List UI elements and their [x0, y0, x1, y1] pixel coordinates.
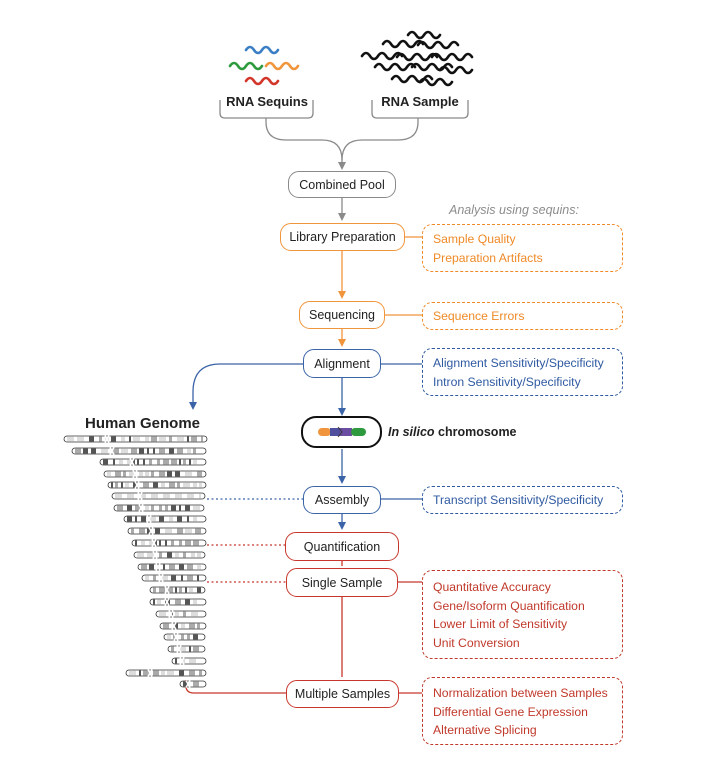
rna-sequins-illustration [228, 45, 300, 86]
in-silico-rest: chromosome [434, 425, 517, 439]
rna-sample-illustration [360, 30, 474, 87]
sample-strand [418, 77, 454, 87]
sample-strand [416, 40, 460, 50]
chromosome [141, 574, 207, 582]
analysis-item: Transcript Sensitivity/Specificity [433, 493, 604, 507]
analysis-item: Sample Quality [433, 232, 516, 246]
analysis-item: Unit Conversion [433, 635, 520, 650]
multiple-samples-node: Multiple Samples [286, 680, 399, 708]
alignment-analysis-panel: Alignment Sensitivity/Specificity Intron… [422, 348, 623, 396]
chromosome [103, 470, 207, 478]
merge-connector [265, 118, 346, 170]
alignment-to-genome-arrow [189, 363, 303, 410]
chromosome [63, 435, 208, 443]
assembly-analysis-panel: Transcript Sensitivity/Specificity [422, 486, 623, 514]
sample-strand [381, 39, 425, 49]
sample-strand [406, 30, 442, 40]
assembly-node: Assembly [303, 486, 381, 514]
sequin-strand [244, 76, 280, 86]
chromosome [155, 610, 207, 618]
single-sample-node: Single Sample [286, 568, 398, 597]
chromosome [127, 527, 207, 535]
sample-strand [360, 51, 404, 61]
chromosome [131, 539, 207, 547]
chromosome [125, 669, 207, 677]
chromosome [159, 622, 207, 630]
chromosome [149, 598, 207, 606]
analysis-item: Alignment Sensitivity/Specificity [433, 356, 604, 370]
analysis-item: Lower Limit of Sensitivity [433, 617, 568, 631]
combined-pool-node: Combined Pool [288, 171, 396, 198]
human-genome-label: Human Genome [85, 415, 201, 432]
in-silico-chromosome-label: In silico chromosome [388, 425, 517, 439]
in-silico-chromosome-icon [301, 416, 382, 448]
chromosome [163, 633, 206, 641]
analysis-item: Gene/Isoform Quantification [433, 598, 585, 613]
chromosome [167, 645, 206, 653]
sample-strand [430, 52, 474, 62]
sample-strand [373, 62, 417, 72]
sample-strand [438, 65, 474, 75]
chromosome [133, 551, 206, 559]
chromosome [113, 504, 205, 512]
sequin-strand [228, 61, 264, 71]
analysis-item: Preparation Artifacts [433, 250, 543, 265]
in-silico-italic: In silico [388, 425, 435, 439]
analysis-item: Alternative Splicing [433, 723, 537, 737]
single-sample-analysis-panel: Quantitative Accuracy Gene/Isoform Quant… [422, 570, 623, 659]
library-analysis-panel: Sample Quality Preparation Artifacts [422, 224, 623, 272]
chromosome [71, 447, 207, 455]
library-preparation-node: Library Preparation [280, 223, 405, 251]
multiple-samples-analysis-panel: Normalization between Samples Differenti… [422, 677, 623, 745]
sample-strand [395, 52, 439, 62]
sequencing-node: Sequencing [299, 301, 385, 329]
rna-sample-label: RNA Sample [381, 94, 459, 109]
analysis-heading: Analysis using sequins: [449, 203, 579, 217]
chromosome [137, 563, 207, 571]
chromosome [99, 458, 207, 466]
chromosome [107, 481, 207, 489]
analysis-item: Sequence Errors [433, 309, 525, 323]
chromosome [123, 515, 207, 523]
sequencing-analysis-panel: Sequence Errors [422, 302, 623, 330]
analysis-item: Quantitative Accuracy [433, 580, 551, 594]
quantification-node: Quantification [285, 532, 399, 561]
rna-sequins-label: RNA Sequins [226, 94, 308, 109]
sequin-strand [264, 61, 300, 71]
chromosome [179, 680, 207, 688]
chromosome [171, 657, 207, 665]
alignment-node: Alignment [303, 349, 381, 378]
analysis-item: Normalization between Samples [433, 686, 608, 700]
analysis-item: Differential Gene Expression [433, 704, 588, 719]
analysis-item: Intron Sensitivity/Specificity [433, 374, 581, 389]
human-genome-chromosomes [63, 435, 208, 688]
sample-bracket [371, 100, 469, 119]
chromosome [111, 492, 206, 500]
sequin-strand [244, 45, 280, 55]
chromosome [149, 586, 206, 594]
